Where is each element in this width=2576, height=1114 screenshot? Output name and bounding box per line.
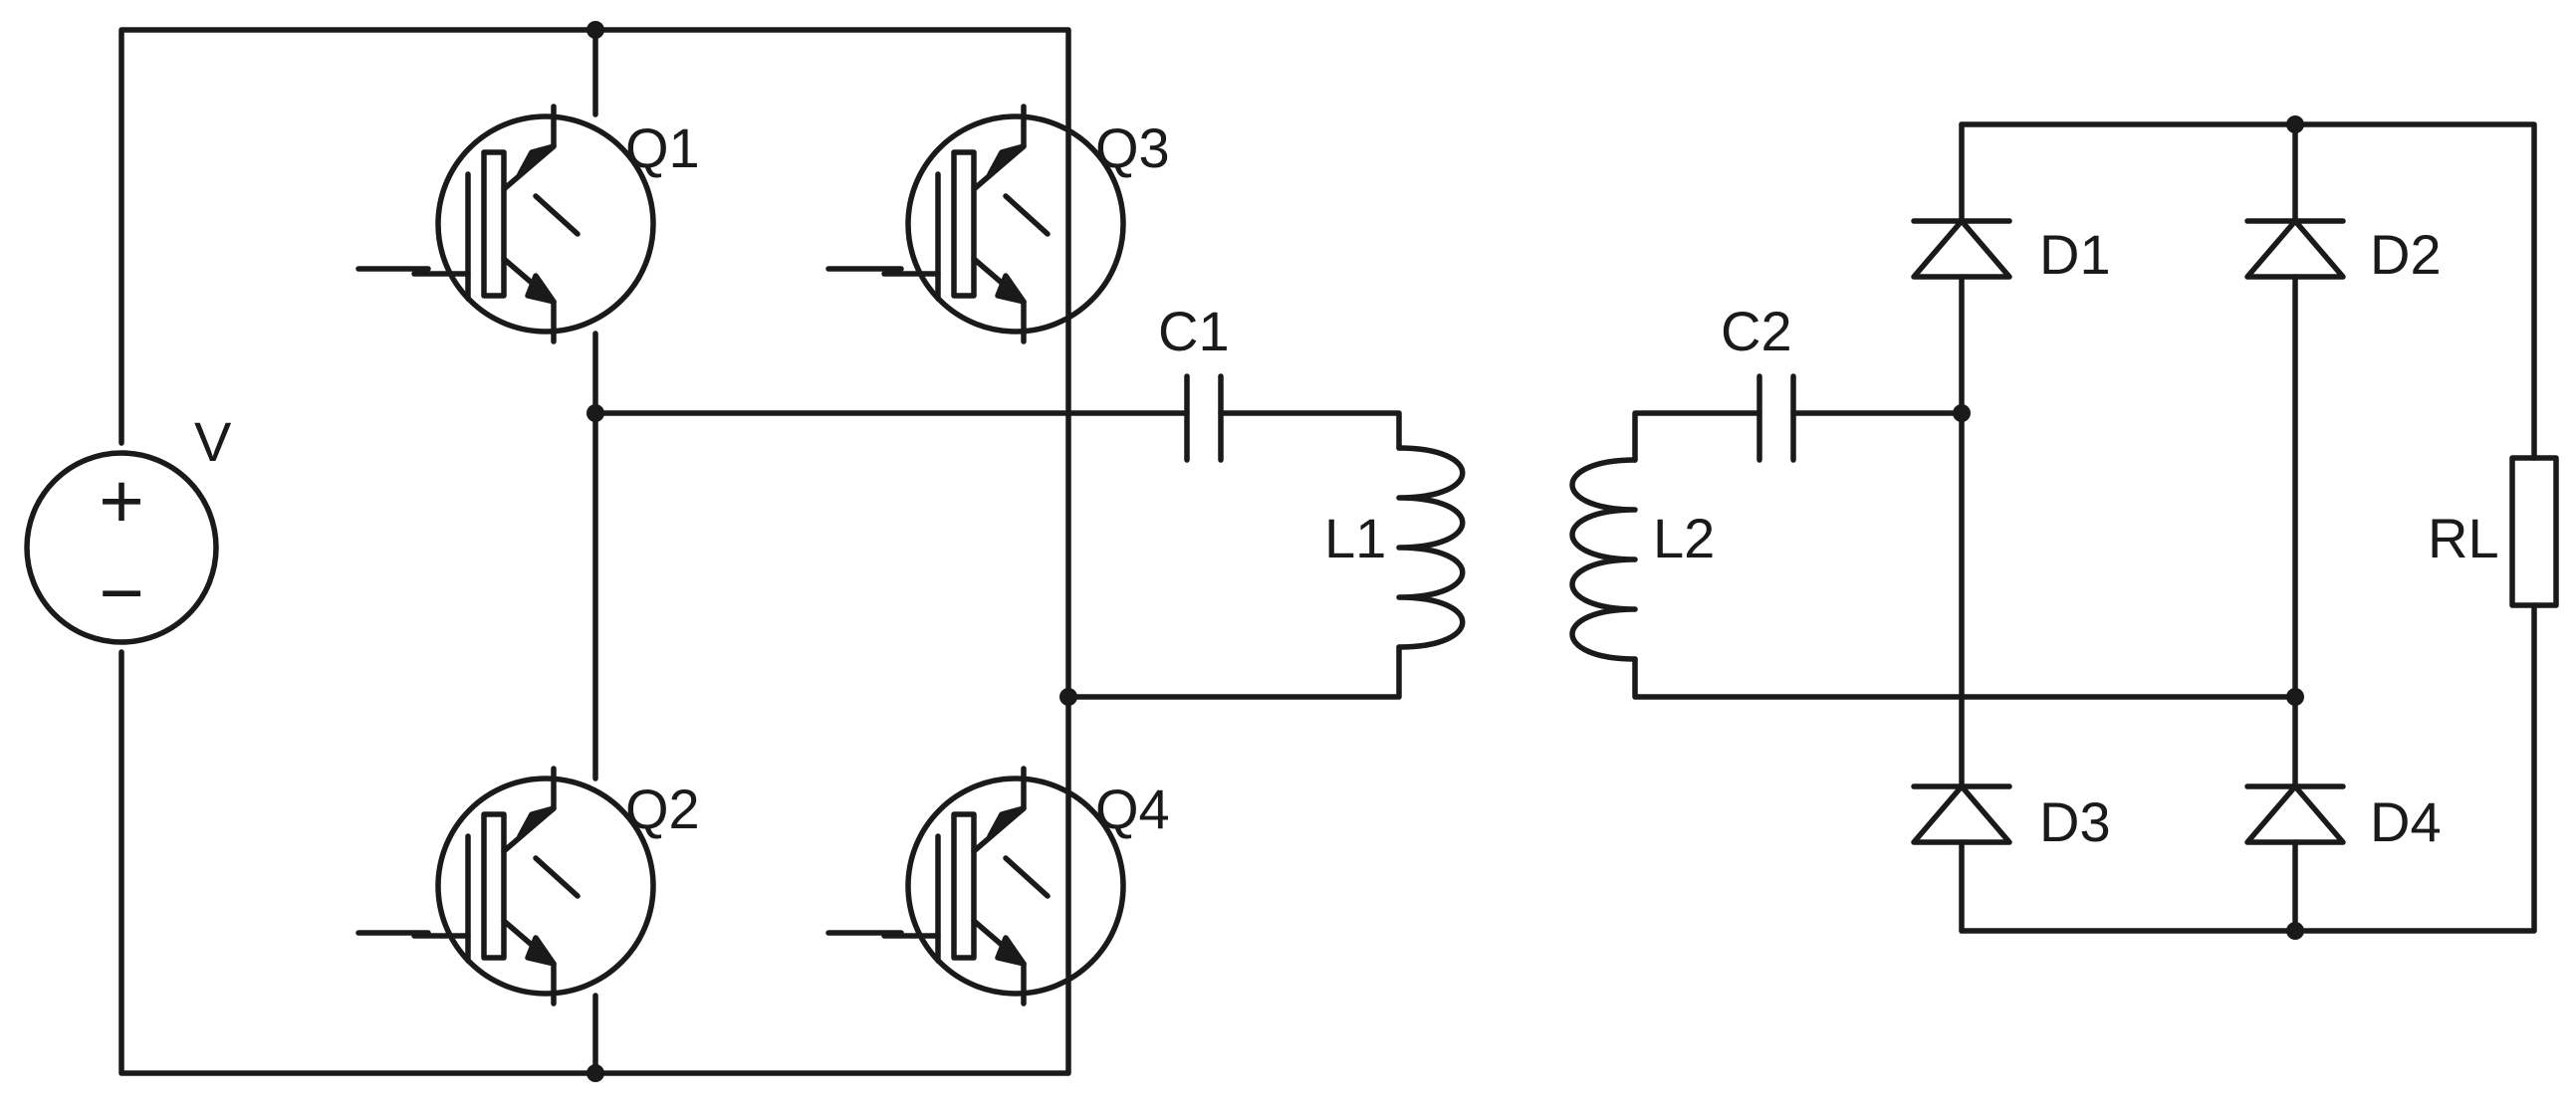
transistor-q1: Q1 xyxy=(414,107,700,341)
diode-label: D4 xyxy=(2370,790,2442,853)
source-label: V xyxy=(194,410,232,473)
resistor-label: RL xyxy=(2428,507,2499,569)
junction-dot xyxy=(2286,688,2304,706)
source-plus-sign: + xyxy=(99,457,144,545)
junction-dot xyxy=(1953,404,1971,422)
capacitor-c2: C2 xyxy=(1721,300,1796,463)
diode-d3: D3 xyxy=(1911,783,2111,853)
resistor-symbol xyxy=(2509,455,2559,608)
junction-dot xyxy=(586,21,604,39)
diode-d1: D1 xyxy=(1911,218,2111,286)
junction-dot xyxy=(586,404,604,422)
resistor-rl: RL xyxy=(2428,455,2559,608)
junction-dot xyxy=(2286,922,2304,940)
diode-label: D1 xyxy=(2039,223,2111,286)
diode-label: D3 xyxy=(2039,790,2111,853)
source-minus-sign: − xyxy=(99,549,144,636)
transistor-q2: Q2 xyxy=(414,769,700,1003)
rectifier-junctions xyxy=(1953,115,2304,940)
transistor-label: Q3 xyxy=(1095,116,1170,179)
transistor-q3: Q3 xyxy=(884,107,1170,341)
transistor-label: Q2 xyxy=(625,778,700,840)
capacitor-c1: C1 xyxy=(1158,300,1230,463)
inductor-label: L1 xyxy=(1324,507,1386,569)
capacitor-label: C2 xyxy=(1721,300,1792,362)
junction-dot xyxy=(586,1064,604,1082)
inverter-wires xyxy=(118,27,1402,1076)
diode-label: D2 xyxy=(2370,223,2442,286)
diode-d4: D4 xyxy=(2244,783,2442,853)
transistor-label: Q4 xyxy=(1095,778,1170,840)
diode-d2: D2 xyxy=(2244,218,2442,286)
transistor-q4: Q4 xyxy=(884,769,1170,1003)
junction-dot xyxy=(1059,688,1077,706)
voltage-source-v: + − V xyxy=(24,410,232,645)
junction-dot xyxy=(2286,115,2304,133)
capacitor-label: C1 xyxy=(1158,300,1230,362)
transistor-label: Q1 xyxy=(625,116,700,179)
inverter-junctions xyxy=(586,21,1077,1082)
inductor-l1: L1 xyxy=(1324,445,1466,650)
rectifier-wires xyxy=(1632,121,2537,934)
inductor-label: L2 xyxy=(1653,507,1715,569)
inductor-l2: L2 xyxy=(1569,457,1715,662)
voltage-source-symbol xyxy=(24,450,219,645)
